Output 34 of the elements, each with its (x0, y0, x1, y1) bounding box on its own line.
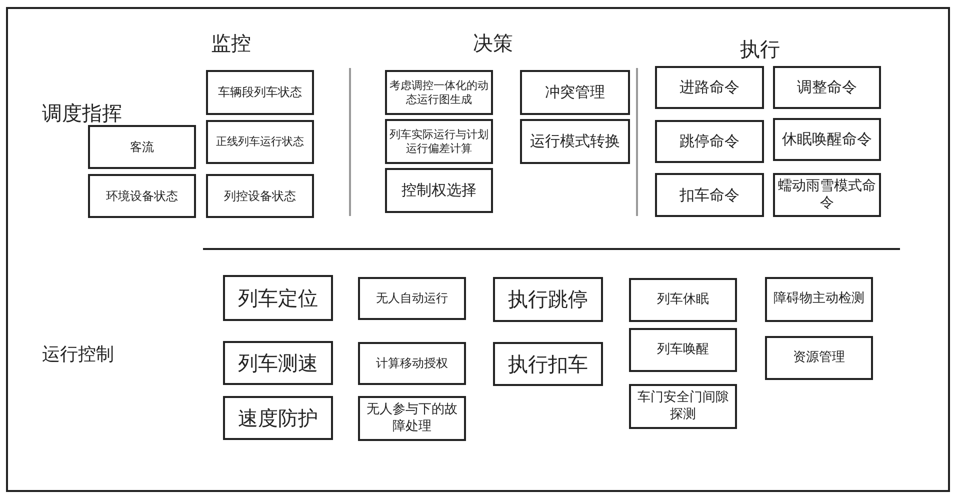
process-box: 列车测速 (223, 341, 333, 385)
process-box: 扣车命令 (655, 173, 764, 217)
row-heading: 运行控制 (42, 343, 114, 366)
process-box: 调整命令 (773, 66, 881, 109)
process-box: 车辆段列车状态 (206, 70, 314, 115)
process-box: 资源管理 (765, 336, 873, 380)
process-box: 蠕动雨雪模式命令 (773, 173, 881, 217)
process-box: 冲突管理 (520, 70, 630, 115)
process-box: 正线列车运行状态 (206, 120, 314, 164)
process-box: 计算移动授权 (358, 342, 466, 385)
process-box: 列控设备状态 (206, 174, 314, 218)
column-heading: 执行 (740, 36, 780, 63)
process-box: 无人自动运行 (358, 277, 466, 320)
process-box: 列车休眠 (629, 278, 737, 322)
process-box: 无人参与下的故障处理 (358, 396, 466, 441)
process-box: 执行跳停 (493, 277, 603, 322)
process-box: 车门安全门间隙探测 (629, 384, 737, 429)
process-box: 速度防护 (223, 396, 333, 440)
process-box: 客流 (88, 125, 196, 169)
process-box: 列车实际运行与计划运行偏差计算 (385, 119, 493, 164)
process-box: 进路命令 (655, 66, 764, 109)
process-box: 列车唤醒 (629, 328, 737, 372)
process-box: 障碍物主动检测 (765, 277, 873, 322)
row-heading: 调度指挥 (42, 100, 122, 127)
process-box: 列车定位 (223, 275, 333, 321)
column-heading: 决策 (473, 30, 513, 57)
process-box: 环境设备状态 (88, 174, 196, 218)
process-box: 运行模式转换 (520, 119, 630, 164)
process-box: 跳停命令 (655, 120, 764, 163)
process-box: 控制权选择 (385, 168, 493, 213)
column-heading: 监控 (211, 30, 251, 57)
process-box: 休眠唤醒命令 (773, 118, 881, 161)
process-box: 考虑调控一体化的动态运行图生成 (385, 70, 493, 115)
process-box: 执行扣车 (493, 342, 603, 386)
